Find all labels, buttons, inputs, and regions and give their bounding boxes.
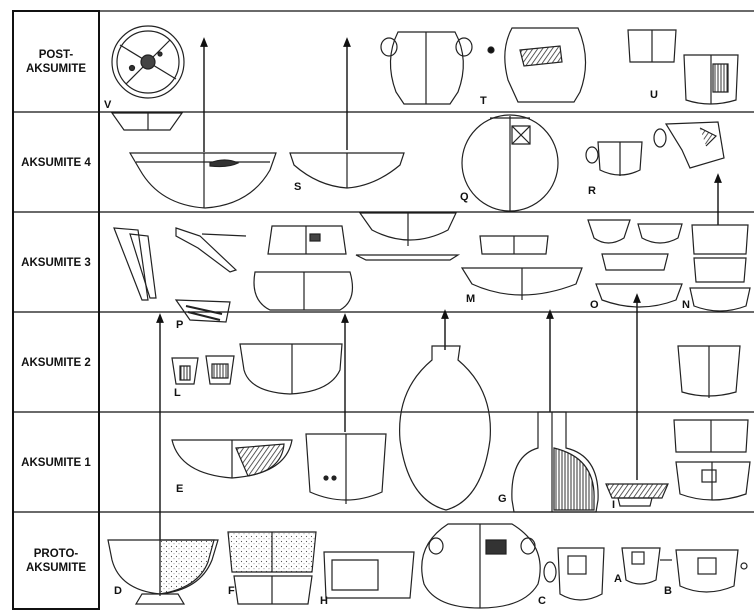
vessel-n bbox=[690, 225, 750, 311]
vessel-g bbox=[512, 412, 598, 512]
vessel-a bbox=[622, 548, 672, 584]
vessel-q bbox=[462, 115, 558, 211]
vessel-v bbox=[112, 26, 184, 130]
vessel-s bbox=[290, 153, 404, 188]
label-o: O bbox=[590, 299, 599, 311]
vessel-h bbox=[324, 552, 414, 598]
label-c: C bbox=[538, 595, 546, 607]
aksumite-1-vessels bbox=[172, 412, 750, 512]
label-f: F bbox=[228, 585, 235, 597]
label-a: A bbox=[614, 573, 622, 585]
vessel-b bbox=[676, 550, 747, 592]
post-aksumite-vessels bbox=[112, 26, 738, 130]
vessel-m-bowls bbox=[356, 213, 582, 300]
vessel-jar-t-left bbox=[381, 32, 472, 104]
vessel-l bbox=[172, 356, 234, 384]
label-d: D bbox=[114, 585, 122, 597]
vessel-sherd-r-right bbox=[654, 122, 724, 168]
label-p: P bbox=[176, 319, 183, 331]
label-h: H bbox=[320, 595, 328, 607]
label-n: N bbox=[682, 299, 690, 311]
vessel-r bbox=[586, 142, 642, 176]
vessel-beaker bbox=[306, 434, 386, 504]
vessel-flask bbox=[400, 346, 491, 510]
vessel-bowl-a2 bbox=[240, 344, 342, 394]
vessel-jars-center bbox=[254, 226, 352, 310]
label-t: T bbox=[480, 95, 487, 107]
vessel-e bbox=[172, 440, 292, 478]
vessel-c bbox=[544, 548, 604, 600]
period-grid bbox=[13, 11, 754, 609]
aksumite-4-vessels bbox=[130, 115, 724, 211]
vessel-f bbox=[228, 532, 316, 604]
vessel-large-bowl bbox=[130, 153, 276, 208]
label-u: U bbox=[650, 89, 658, 101]
vessel-cup-a2-right bbox=[678, 346, 740, 398]
vessel-cups-a1-right bbox=[674, 420, 750, 500]
vessel-rims-left bbox=[114, 228, 246, 300]
label-i: I bbox=[612, 499, 615, 511]
label-b: B bbox=[664, 585, 672, 597]
vessel-u bbox=[628, 30, 738, 104]
vessel-d bbox=[108, 540, 218, 604]
label-g: G bbox=[498, 493, 507, 505]
aksumite-3-vessels bbox=[114, 213, 750, 322]
label-e: E bbox=[176, 483, 183, 495]
vessel-o bbox=[588, 220, 682, 307]
label-q: Q bbox=[460, 191, 469, 203]
label-s: S bbox=[294, 181, 301, 193]
label-m: M bbox=[466, 293, 475, 305]
label-v: V bbox=[104, 99, 112, 111]
label-l: L bbox=[174, 387, 181, 399]
label-r: R bbox=[588, 185, 596, 197]
vessel-i bbox=[606, 484, 668, 506]
vessel-jar-proto bbox=[422, 524, 540, 608]
vessel-p bbox=[176, 300, 230, 322]
proto-aksumite-vessels bbox=[108, 524, 747, 608]
vessel-t bbox=[488, 28, 586, 102]
